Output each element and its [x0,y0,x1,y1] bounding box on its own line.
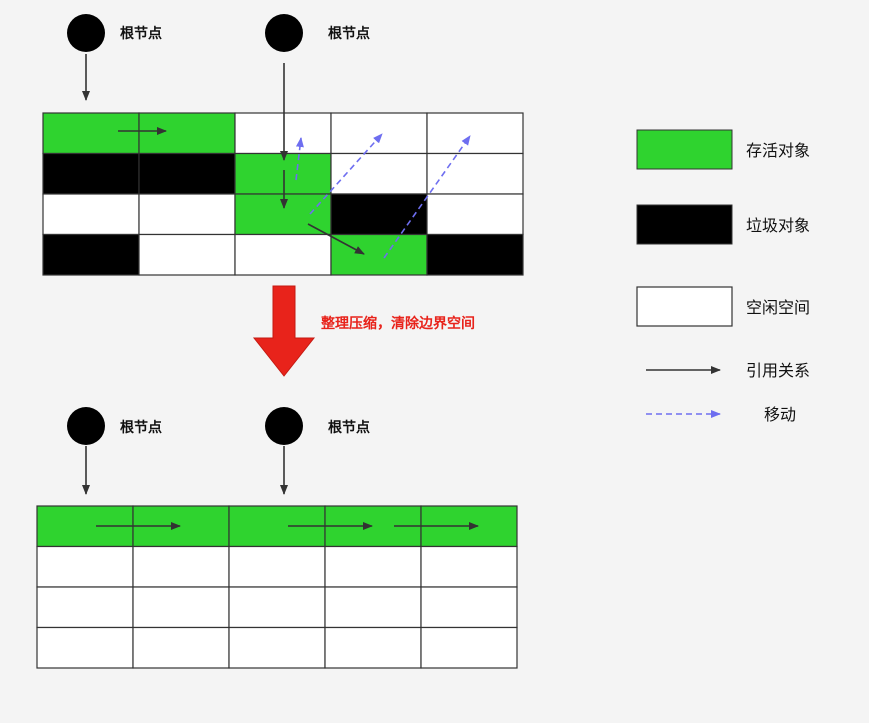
legend-free-label: 空闲空间 [746,298,810,317]
memory-cell-free [132,586,230,629]
memory-cell-free [42,193,140,236]
move-arrow [383,135,471,259]
root-node-3 [67,407,105,445]
memory-cell-free [234,233,332,276]
root-node-1-label: 根节点 [120,25,162,42]
memory-cell-free [420,586,518,629]
memory-cell-garbage [42,152,140,195]
memory-cell-free [132,626,230,669]
memory-cell-free [420,545,518,588]
after-section: 根节点 根节点 [36,407,518,669]
memory-cell-free [36,586,134,629]
memory-cell-free [426,193,524,236]
root-node-4 [265,407,303,445]
memory-cell-free [330,112,428,155]
root-node-2 [265,14,303,52]
memory-cell-garbage [426,233,524,276]
memory-cell-live [234,152,332,195]
memory-cell-live [330,233,428,276]
before-section: 根节点 根节点 [42,14,524,276]
legend-garbage-swatch [636,204,733,245]
memory-cell-live [42,112,140,155]
legend-reference-label: 引用关系 [746,361,810,380]
memory-cell-live [138,112,236,155]
memory-cell-free [138,233,236,276]
after-memory-grid [36,505,518,669]
memory-cell-garbage [138,152,236,195]
memory-cell-free [324,586,422,629]
legend: 存活对象 垃圾对象 空闲空间 引用关系 移动 [636,129,810,424]
memory-cell-free [132,545,230,588]
memory-cell-free [324,545,422,588]
legend-live-label: 存活对象 [746,141,810,160]
memory-cell-free [228,586,326,629]
memory-cell-free [426,152,524,195]
memory-cell-free [36,545,134,588]
memory-cell-garbage [42,233,140,276]
memory-cell-garbage [330,193,428,236]
before-memory-grid [42,112,524,276]
memory-cell-free [324,626,422,669]
root-node-1 [67,14,105,52]
legend-move-label: 移动 [764,405,796,424]
memory-cell-free [228,626,326,669]
memory-cell-free [228,545,326,588]
root-node-3-label: 根节点 [120,419,162,436]
memory-cell-free [426,112,524,155]
memory-cell-free [420,626,518,669]
memory-cell-free [138,193,236,236]
memory-cell-free [36,626,134,669]
reference-arrow [307,223,365,255]
compact-note: 整理压缩，清除边界空间 [320,315,475,332]
move-arrow [295,137,304,181]
compact-arrow [252,285,316,377]
legend-garbage-label: 垃圾对象 [746,216,810,235]
root-node-2-label: 根节点 [328,25,370,42]
legend-live-swatch [636,129,733,170]
move-arrow [309,133,383,215]
legend-free-swatch [636,286,733,327]
root-node-4-label: 根节点 [328,419,370,436]
memory-cell-free [234,112,332,155]
